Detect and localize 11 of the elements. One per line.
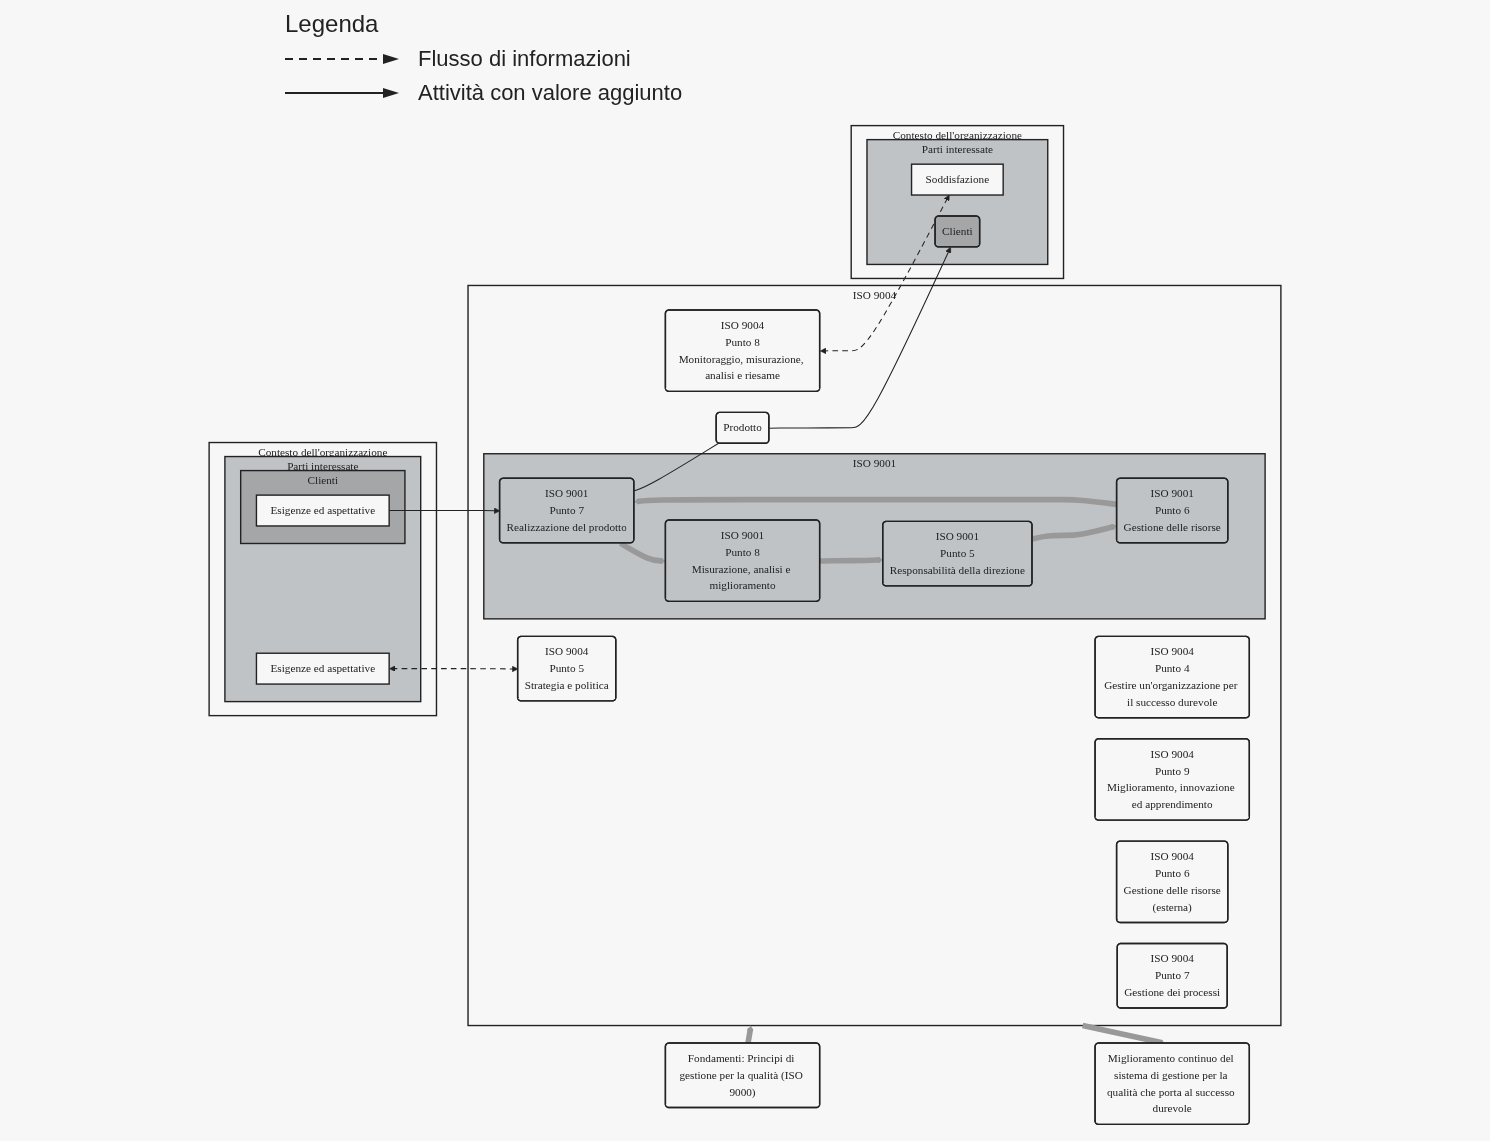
legend-text: Attività con valore aggiunto [418,80,683,106]
arrow [820,194,950,354]
legend-title: Legenda [285,10,379,38]
arrow [745,1025,754,1044]
node-box: Esigenze ed aspettative [255,652,390,685]
node-box: Esigenze ed aspettative [255,494,390,527]
arrow [819,557,884,564]
connector [633,442,720,492]
arrow [768,247,952,429]
node-box: Soddisfazione [910,163,1004,196]
legend-text: Flusso di informazioni [418,46,631,72]
